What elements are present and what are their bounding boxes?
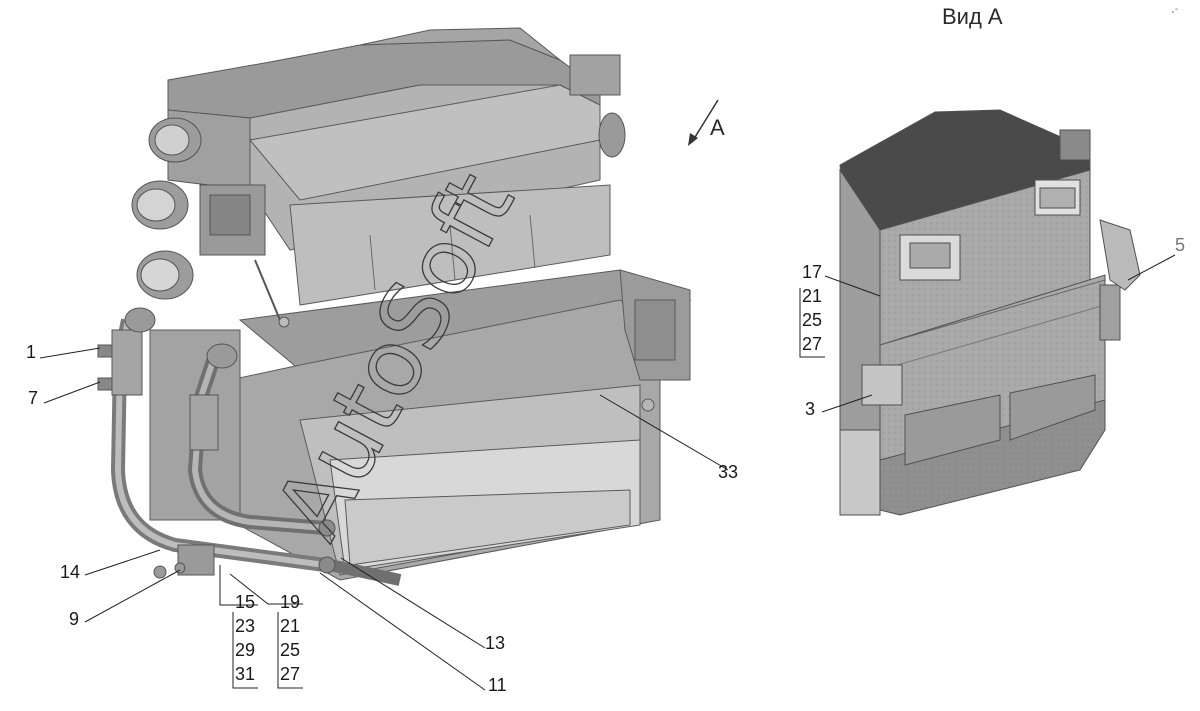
callout-33: 33 [718, 462, 738, 482]
view-title: Вид А [942, 4, 1003, 29]
stack-b-item: 25 [280, 640, 300, 660]
heater-unit-main [149, 27, 692, 581]
callout-7: 7 [28, 388, 38, 408]
view-a-unit [839, 109, 1141, 516]
view-arrow: A [688, 99, 725, 146]
callout-11: 11 [488, 675, 507, 695]
corner-mark: ﾟﾟ [1171, 6, 1184, 19]
callout-3: 3 [805, 399, 815, 419]
hose-clamps [97, 307, 238, 579]
stack-c-item: 17 [802, 262, 822, 282]
callouts: 1 7 14 9 13 11 33 3 5 15 23 29 31 19 21 … [26, 235, 1185, 695]
stack-b-item: 19 [280, 592, 300, 612]
callout-5: 5 [1175, 235, 1185, 255]
air-outlets [131, 54, 626, 300]
control-valve [199, 184, 290, 328]
stack-c-item: 25 [802, 310, 822, 330]
callout-13: 13 [485, 633, 505, 653]
stack-a-item: 23 [235, 616, 255, 636]
stack-a-item: 15 [235, 592, 255, 612]
leader-lines [39, 254, 1176, 691]
stack-a-item: 29 [235, 640, 255, 660]
stack-a-item: 31 [235, 664, 255, 684]
callout-1: 1 [26, 342, 36, 362]
callout-14: 14 [60, 562, 80, 582]
stack-b-item: 27 [280, 664, 300, 684]
callout-9: 9 [69, 609, 79, 629]
view-arrow-letter: A [710, 115, 725, 140]
stack-b-item: 21 [280, 616, 300, 636]
stack-c-item: 21 [802, 286, 822, 306]
stack-c-item: 27 [802, 334, 822, 354]
